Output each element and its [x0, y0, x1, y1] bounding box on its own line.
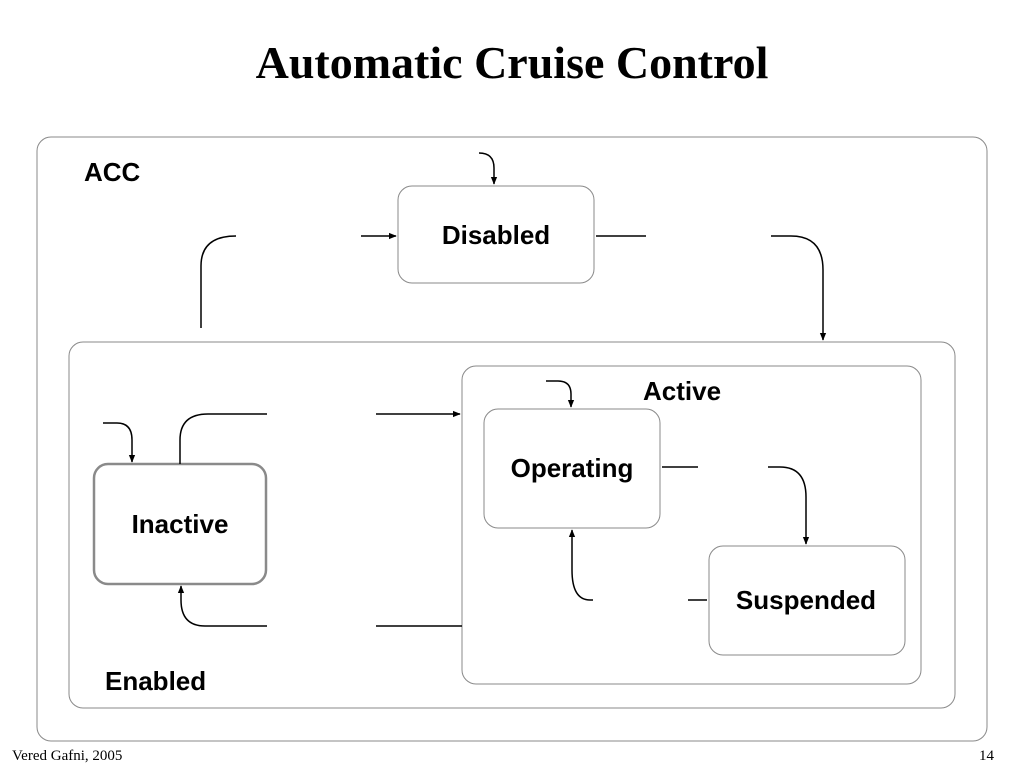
operating-label: Operating	[511, 453, 634, 483]
slide-title: Automatic Cruise Control	[255, 37, 769, 88]
suspended-state	[708, 545, 906, 656]
footer-author: Vered Gafni, 2005	[12, 748, 123, 764]
transition-enabled-to-disabled-start	[200, 235, 237, 328]
initial-arrow-operating	[546, 380, 575, 408]
transition-suspended-to-operating-end	[568, 529, 593, 601]
transition-operating-to-suspended-end	[768, 466, 810, 545]
active-label: Active	[643, 376, 721, 406]
transition-disabled-to-enabled-end	[771, 235, 827, 341]
inactive-label: Inactive	[132, 509, 229, 539]
operating-state	[483, 408, 661, 529]
disabled-label: Disabled	[442, 220, 550, 250]
suspended-label: Suspended	[736, 585, 876, 615]
enabled-label: Enabled	[105, 666, 206, 696]
transition-active-to-inactive-end	[177, 585, 267, 627]
disabled-state	[397, 185, 595, 284]
initial-arrow-disabled	[478, 152, 498, 185]
initial-arrow-inactive	[103, 422, 136, 463]
transition-inactive-to-active-start	[179, 413, 267, 464]
acc-label: ACC	[84, 157, 141, 187]
page-number: 14	[979, 748, 994, 764]
